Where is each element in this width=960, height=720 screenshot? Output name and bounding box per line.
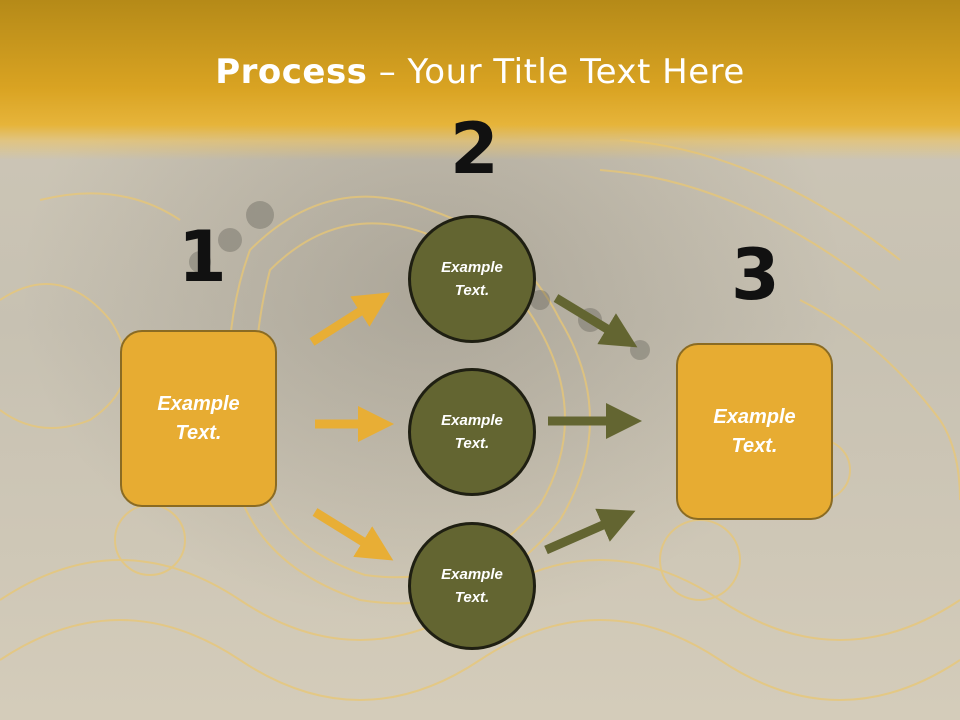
step3-box: Example Text. bbox=[676, 343, 833, 520]
title-bar bbox=[0, 0, 960, 160]
title-rest: – Your Title Text Here bbox=[367, 52, 745, 92]
circle-bottom-line2: Text. bbox=[454, 589, 490, 606]
step2-circle-top: Example Text. bbox=[408, 215, 536, 343]
step1-box: Example Text. bbox=[120, 330, 277, 507]
step1-text-line1: Example bbox=[157, 392, 240, 415]
arrow-from-circle-bottom bbox=[544, 508, 636, 555]
step-number-1: 1 bbox=[178, 216, 227, 298]
arrow-from-circle-top bbox=[553, 294, 638, 348]
circle-top-line2: Text. bbox=[454, 282, 490, 299]
circle-bottom-line1: Example bbox=[441, 566, 503, 583]
arrow-to-circle-top bbox=[309, 292, 391, 346]
circle-top-line1: Example bbox=[441, 259, 503, 276]
step3-text-line1: Example bbox=[713, 405, 796, 428]
step2-circle-middle: Example Text. bbox=[408, 368, 536, 496]
step-number-3: 3 bbox=[731, 234, 780, 316]
slide-title: Process – Your Title Text Here bbox=[0, 52, 960, 92]
step2-circle-bottom: Example Text. bbox=[408, 522, 536, 650]
step-number-2: 2 bbox=[450, 108, 499, 190]
title-bold: Process bbox=[215, 52, 368, 92]
step1-text-line2: Text. bbox=[175, 421, 222, 444]
circle-middle-line2: Text. bbox=[454, 435, 490, 452]
step3-text-line2: Text. bbox=[731, 434, 778, 457]
circle-middle-line1: Example bbox=[441, 412, 503, 429]
arrow-to-circle-bottom bbox=[312, 508, 394, 561]
